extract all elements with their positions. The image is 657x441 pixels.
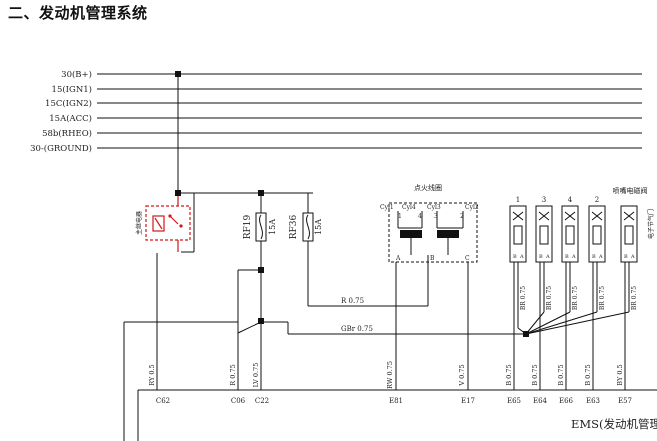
fuse-rating: 15A: [314, 219, 323, 235]
main-relay: 主继电器: [135, 196, 191, 252]
bus-label: 15(IGN1): [52, 84, 92, 95]
injector-4: 4 B A: [561, 196, 579, 263]
wire-label: RW 0.75: [386, 361, 394, 389]
ignition-coil: 点火线圈 Cyl1 Cyl4 Cyl3 Cyl2 1 4 3 2 A B C: [380, 183, 479, 390]
coil-terminal: Cyl3: [427, 204, 441, 211]
injector-pin: B: [513, 254, 517, 260]
injector-number: 3: [542, 196, 546, 204]
coil-pin: 3: [434, 213, 438, 220]
injector-2: 2 B A: [588, 196, 606, 263]
wire-label: B 0.75: [505, 364, 513, 385]
fuse-rf36: RF36 15A: [289, 193, 323, 306]
bus-label: 15C(IGN2): [45, 98, 92, 109]
coil-pin: 2: [460, 213, 464, 220]
bus-label: 30-(GROUND): [30, 143, 92, 154]
ems-pin: E66: [559, 397, 574, 405]
injector-wire-color: BR 0.75: [546, 286, 553, 310]
ems-pin: C62: [156, 397, 170, 405]
injector-pin: A: [630, 254, 635, 260]
injector-number: 1: [516, 196, 520, 204]
injector-wire-color: BR 0.75: [520, 286, 527, 310]
ems-pin: E17: [461, 397, 475, 405]
injector-wire-color: BR 0.75: [572, 286, 579, 310]
wire-label: V 0.75: [458, 364, 466, 386]
injector-3: 3 B A: [535, 196, 553, 263]
bus-label: 30(B+): [61, 69, 92, 80]
ems-pin: E65: [507, 397, 521, 405]
injector-pin: B: [624, 254, 628, 260]
ecu-wire-labels: RY 0.5 R 0.75 LV 0.75 RW 0.75 V 0.75 B 0…: [148, 361, 624, 389]
injector-pin: A: [598, 254, 603, 260]
ems-label: EMS(发动机管理系: [571, 417, 657, 431]
injector-1: 1 B A: [509, 196, 527, 263]
coil-pin-bottom: A: [395, 255, 401, 262]
injector-number: 4: [568, 196, 573, 204]
injector-title: 喷嘴电磁阀: [613, 186, 648, 195]
wire-label: LV 0.75: [252, 363, 260, 388]
injector-pin: B: [539, 254, 543, 260]
ems-pin: C06: [231, 397, 246, 405]
injector-solenoid-valve: B A: [620, 205, 638, 263]
wire-label: B 0.75: [584, 364, 592, 385]
coil-terminal: Cyl2: [465, 204, 479, 211]
fuse-rf19: RF19 15A: [243, 193, 277, 322]
injector-pin: A: [545, 254, 550, 260]
injector-pin: B: [592, 254, 596, 260]
bus-label: 15A(ACC): [49, 113, 92, 124]
injector-wire-color: BR 0.75: [631, 286, 638, 310]
coil-terminal: Cyl1: [380, 204, 394, 211]
splice-network: R 0.75 GBr 0.75: [123, 253, 526, 441]
injector-group: 喷嘴电磁阀 1 B A 3 B A 4 B A 2: [509, 186, 648, 390]
injector-number: 2: [595, 196, 599, 204]
coil-terminal: Cyl4: [402, 204, 416, 211]
wire-label: B 0.75: [557, 364, 565, 385]
wire-label: RY 0.5: [148, 364, 156, 385]
wire-label: B 0.75: [531, 364, 539, 385]
ignition-coil-title: 点火线圈: [414, 183, 442, 192]
wire-label: R 0.75: [229, 364, 237, 385]
coil-pin: 4: [418, 213, 422, 220]
injector-wire-color: BR 0.75: [599, 286, 606, 310]
relay-label: 主继电器: [135, 211, 143, 235]
ems-pin: E64: [533, 397, 548, 405]
section-heading: 二、发动机管理系统: [8, 4, 148, 22]
coil-pin-bottom: B: [430, 255, 435, 262]
wire-label-r075: R 0.75: [341, 297, 364, 305]
power-buses: 30(B+) 15(IGN1) 15C(IGN2) 15A(ACC) 58b(R…: [30, 69, 642, 154]
battery-feed: [175, 71, 313, 253]
ems-pin: E63: [586, 397, 600, 405]
fuse-name: RF19: [243, 214, 253, 239]
injector-pin: A: [571, 254, 576, 260]
injector-pin: A: [519, 254, 524, 260]
wire-label-gbr075: GBr 0.75: [341, 325, 373, 333]
fuse-rating: 15A: [268, 219, 277, 235]
side-note: 电子节气门: [647, 209, 655, 239]
ems-pin: E57: [618, 397, 632, 405]
coil-pin-bottom: C: [465, 255, 470, 262]
ems-pin: E81: [389, 397, 403, 405]
wire-label: BY 0.5: [616, 364, 624, 385]
fuse-name: RF36: [289, 214, 299, 239]
coil-pin: 1: [398, 213, 402, 220]
ems-pin: C22: [255, 397, 269, 405]
bus-label: 58b(RHEO): [42, 128, 92, 139]
injector-pin: B: [565, 254, 569, 260]
ems-module: C62 C06 C22 E81 E17 E65 E64 E66 E63 E57 …: [137, 389, 657, 441]
